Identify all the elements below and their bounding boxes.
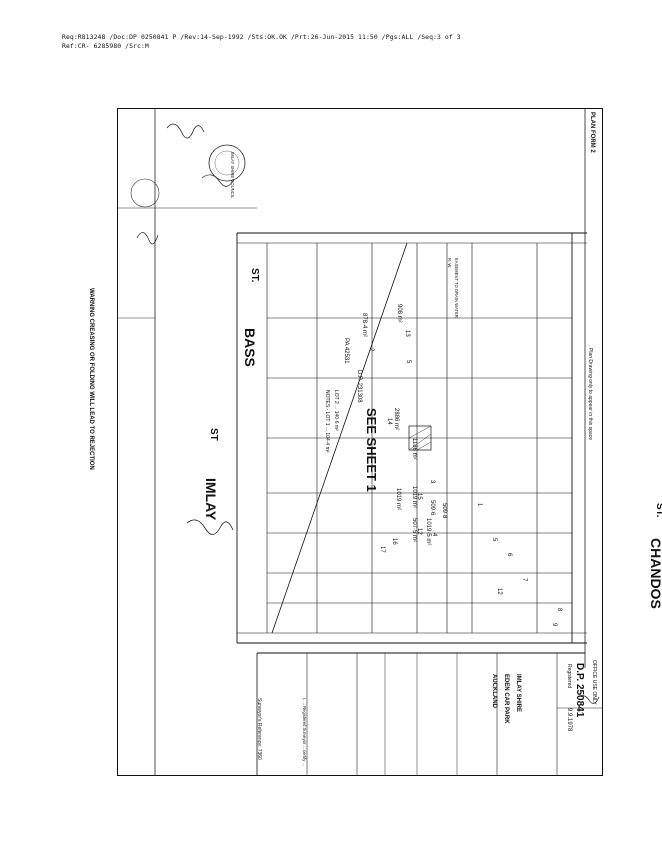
margin-note: Plan Drawing only to appear in this spac…: [587, 348, 593, 440]
note-line-1: NOTES:- LOT 1 ... 104·4 m²: [324, 390, 330, 453]
lot-number: 5: [405, 360, 411, 364]
lot-number: 17: [379, 546, 385, 553]
document-header-line2: Ref:CR- 6285980 /Src:M: [62, 42, 149, 50]
legend-item: R. W.: [447, 258, 452, 269]
lot-area: 507·5 m²: [411, 518, 417, 543]
lot-area: 1019 m²: [395, 488, 401, 511]
lot-number: 2: [368, 348, 374, 352]
plan-drawing: [61, 108, 603, 776]
lot-area: 878·4 m²: [361, 313, 367, 338]
street-chandos-suffix: ST.: [654, 503, 662, 518]
see-sheet-label: SEE SHEET 1: [364, 408, 379, 492]
legend-item: EASEMENT TO DRAIN WATER: [454, 258, 459, 318]
lot-number: 5: [491, 538, 497, 542]
lot-area: 908 m²: [396, 304, 402, 323]
lot-number: 16: [391, 538, 397, 545]
lot-area: 509·8: [441, 503, 447, 519]
surveyor-certificate: I, ... Registered Surveyor ... certify .…: [302, 698, 307, 766]
lot-number: 4: [431, 533, 437, 537]
warning-text: WARNING CREASING OR FOLDING WILL LEAD TO…: [88, 288, 94, 470]
locality-name: EDEN CAR PARK: [503, 674, 509, 724]
lot-area: 1186 m²: [411, 438, 417, 460]
lot-number: 9: [551, 623, 557, 627]
note-line-2: LOT 2 ... 140·6 m²: [333, 390, 339, 431]
surveyor-reference: Surveyor's Reference: 7360: [256, 698, 262, 760]
lot-number: 8: [556, 608, 562, 612]
lot-area: 1019 m²: [411, 486, 417, 509]
lot-area: 2886 m²: [393, 408, 399, 431]
plan-sheet: PLAN FORM 2 Plan Drawing only to appear …: [61, 108, 662, 776]
dp-number: D.P. 250841: [574, 663, 585, 718]
lot-number: 14: [386, 418, 392, 425]
pa-ref: PA 42531: [343, 338, 349, 364]
lot-area: 1019·5 m²: [425, 518, 431, 546]
lot-number: 1: [476, 503, 482, 507]
street-bass-suffix: ST.: [249, 268, 260, 283]
lot-number: 12: [496, 588, 502, 595]
seal-text: IMLAY SHIRE COUNCIL: [230, 152, 235, 199]
county-name: AUCKLAND: [491, 674, 497, 708]
form-title: PLAN FORM 2: [589, 112, 595, 153]
lot-number: 7: [521, 578, 527, 582]
street-chandos: CHANDOS: [648, 538, 662, 609]
street-bass: BASS: [242, 328, 258, 367]
lot-number: 13: [404, 330, 410, 337]
lga-name: IMLAY SHIRE: [515, 674, 521, 713]
dp-ref: D.P. 231308: [356, 370, 362, 403]
lot-number: 3: [429, 480, 435, 484]
document-header-line1: Req:R813248 /Doc:DP 0250841 P /Rev:14-Se…: [62, 33, 461, 41]
street-imlay: IMLAY: [203, 478, 219, 521]
registration-date: 9.9.1978: [566, 708, 572, 732]
street-imlay-suffix: ST: [208, 428, 219, 441]
office-use-label: OFFICE USE ONLY: [591, 660, 597, 705]
lot-area: 509·6: [429, 500, 435, 516]
lot-number: 6: [506, 553, 512, 557]
registered-label: Registered: [566, 664, 572, 689]
